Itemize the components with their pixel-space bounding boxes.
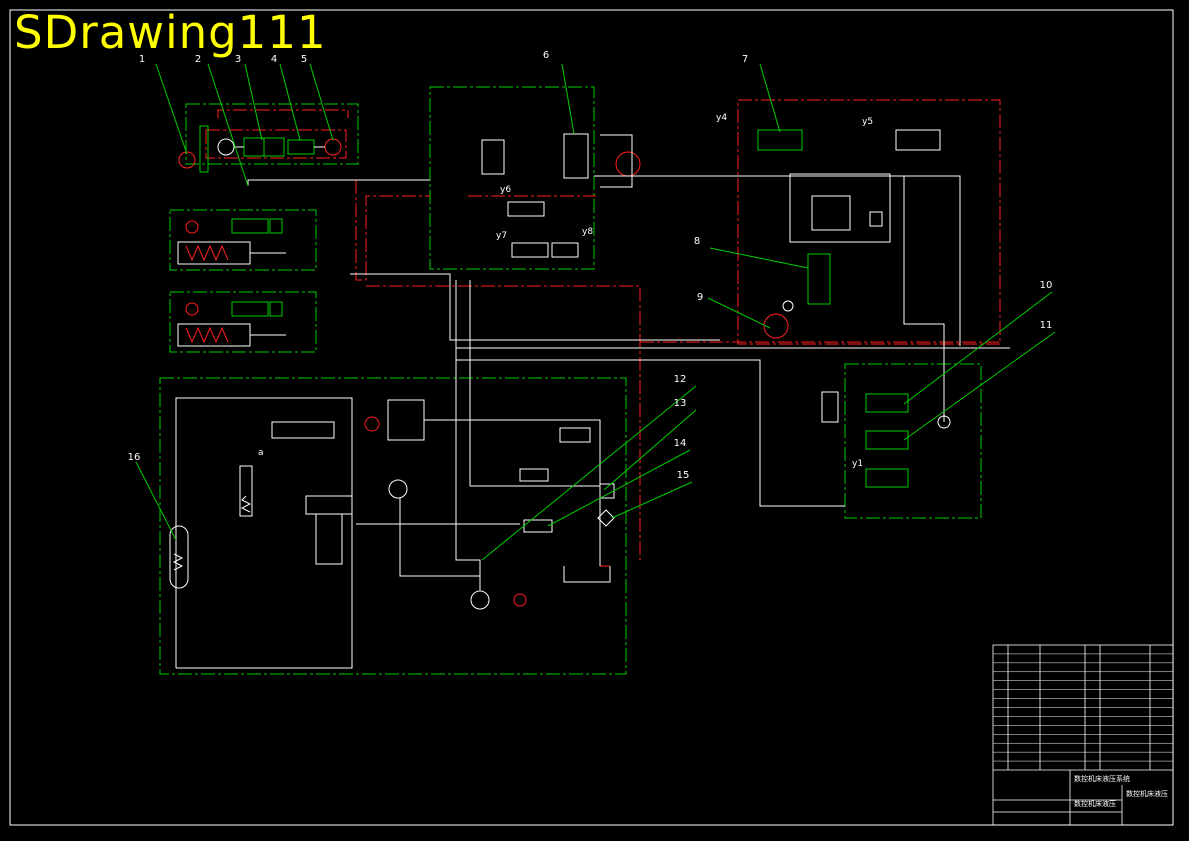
callout-7: 7 [742,54,748,65]
left-cylinder-module-1 [169,209,317,271]
footer-right: 数控机床液压 [1126,789,1168,798]
valve-group-10-11 [821,363,982,519]
tag-y6: y6 [500,185,511,195]
callout-12: 12 [674,374,687,385]
callout-6: 6 [543,50,549,61]
tag-y4: y4 [716,113,727,123]
watermark: SDrawing111 [14,6,327,59]
left-cylinder-module-2 [169,291,317,353]
callout-1: 1 [139,54,145,65]
lower-main-group [159,377,627,675]
callout-5: 5 [301,54,307,65]
tag-y5: y5 [862,117,873,127]
callout-11: 11 [1040,320,1053,331]
callout-2: 2 [195,54,201,65]
callout-15: 15 [677,470,690,481]
valve-tags: y4 y5 y6 y7 y8 y1 a [258,113,873,469]
tag-y7: y7 [496,231,507,241]
drawing-border [9,9,1174,826]
callout-16: 16 [128,452,141,463]
drawing-name: 数控机床液压系统 [1074,774,1130,783]
callout-4: 4 [271,54,277,65]
callout-8: 8 [694,236,700,247]
tag-a: a [258,448,264,458]
valve-group-7-9 [737,99,1001,345]
leader-lines [135,63,1056,561]
piping [247,175,1010,590]
tag-y1: y1 [852,459,863,469]
footer-left: 数控机床液压 [1074,799,1116,808]
callout-10: 10 [1040,280,1053,291]
tag-y8: y8 [582,227,593,237]
callout-13: 13 [674,398,687,409]
title-block-text: 数控机床液压系统 数控机床液压 数控机床液压 [1074,774,1168,808]
callout-9: 9 [697,292,703,303]
callout-14: 14 [674,438,687,449]
callout-3: 3 [235,54,241,65]
callout-labels: 1 2 3 4 5 6 7 8 9 10 11 12 13 14 15 16 [128,50,1053,481]
parts-list-rows [993,653,1173,762]
valve-group-6 [429,86,641,270]
top-left-motor-group [178,103,359,173]
